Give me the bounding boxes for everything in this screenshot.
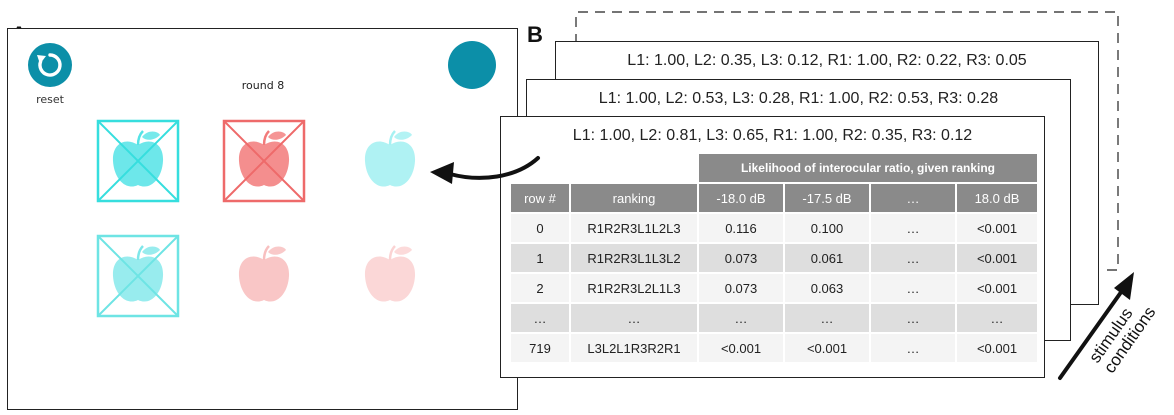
table-cell: R1R2R3L1L2L3 [571,214,697,242]
panel-b-letter: B [527,22,543,47]
table-cell: 0.116 [699,214,783,242]
table-cell: <0.001 [957,334,1037,362]
cross-mark-icon [222,119,306,203]
table-cell: <0.001 [957,274,1037,302]
apple-icon [112,245,164,302]
curved-arrow-icon [430,156,540,184]
stimulus-apple-pale-cyan[interactable] [348,119,432,203]
table-header: … [871,184,955,212]
table-header: -17.5 dB [785,184,869,212]
apple-icon [364,130,416,187]
table-cell: R1R2R3L2L1L3 [571,274,697,302]
table-header: ranking [571,184,697,212]
table-cell: … [871,304,955,332]
table-cell: … [511,304,569,332]
table-cell: 0.073 [699,274,783,302]
table-header: row # [511,184,569,212]
dashed-sheet-outline [575,11,1119,271]
table-header-row: row # ranking -18.0 dB -17.5 dB … 18.0 d… [511,184,1037,212]
table-super-header: Likelihood of interocular ratio, given r… [699,154,1037,182]
stimulus-apple-cyan-crossed[interactable] [96,234,180,318]
stimulus-apple-pale-red[interactable] [222,234,306,318]
reset-label: reset [36,93,64,106]
reset-icon [37,53,62,77]
table-cell: 0.063 [785,274,869,302]
table-cell: … [871,274,955,302]
game-screen: reset round 8 [7,28,518,410]
stimulus-apple-cyan-crossed[interactable] [96,119,180,203]
table-cell: … [957,304,1037,332]
sheet-front-ratios: L1: 1.00, L2: 0.81, L3: 0.65, R1: 1.00, … [572,127,973,144]
stimulus-apple-red-crossed[interactable] [222,119,306,203]
round-label: round 8 [241,79,285,92]
table-cell: … [785,304,869,332]
table-cell: … [871,334,955,362]
table-cell: <0.001 [957,244,1037,272]
apple-icon [112,130,164,187]
table-row: 2 R1R2R3L2L1L3 0.073 0.063 … <0.001 [511,274,1037,302]
cross-mark-icon [96,119,180,203]
table-cell: L3L2L1R3R2R1 [571,334,697,362]
diagonal-arrow-icon [1058,272,1134,380]
table-row: 0 R1R2R3L1L2L3 0.116 0.100 … <0.001 [511,214,1037,242]
table-cell: … [571,304,697,332]
table-cell: <0.001 [785,334,869,362]
apple-icon [238,245,290,302]
sheet-middle-ratios: L1: 1.00, L2: 0.53, L3: 0.28, R1: 1.00, … [598,90,999,107]
table-row: 1 R1R2R3L1L3L2 0.073 0.061 … <0.001 [511,244,1037,272]
likelihood-table: Likelihood of interocular ratio, given r… [509,152,1039,364]
apple-icon [364,245,416,302]
table-row: … … … … … … [511,304,1037,332]
table-cell: 0.061 [785,244,869,272]
table-cell: 719 [511,334,569,362]
table-header: -18.0 dB [699,184,783,212]
cross-mark-icon [96,234,180,318]
stimulus-apple-pale-red[interactable] [348,234,432,318]
sheet-back-ratios: L1: 1.00, L2: 0.35, L3: 0.12, R1: 1.00, … [627,52,1027,69]
table-cell: … [699,304,783,332]
apple-icon [238,130,290,187]
table-cell: 2 [511,274,569,302]
table-cell: 0 [511,214,569,242]
table-cell: 0.100 [785,214,869,242]
table-super-header-row: Likelihood of interocular ratio, given r… [511,154,1037,182]
table-cell: 0.073 [699,244,783,272]
table-header: 18.0 dB [957,184,1037,212]
submit-circle-button[interactable] [448,41,496,89]
reset-button[interactable] [28,43,72,87]
table-cell: R1R2R3L1L3L2 [571,244,697,272]
table-cell: … [871,214,955,242]
table-cell: 1 [511,244,569,272]
table-cell: … [871,244,955,272]
table-row: 719 L3L2L1R3R2R1 <0.001 <0.001 … <0.001 [511,334,1037,362]
table-cell: <0.001 [957,214,1037,242]
table-cell: <0.001 [699,334,783,362]
